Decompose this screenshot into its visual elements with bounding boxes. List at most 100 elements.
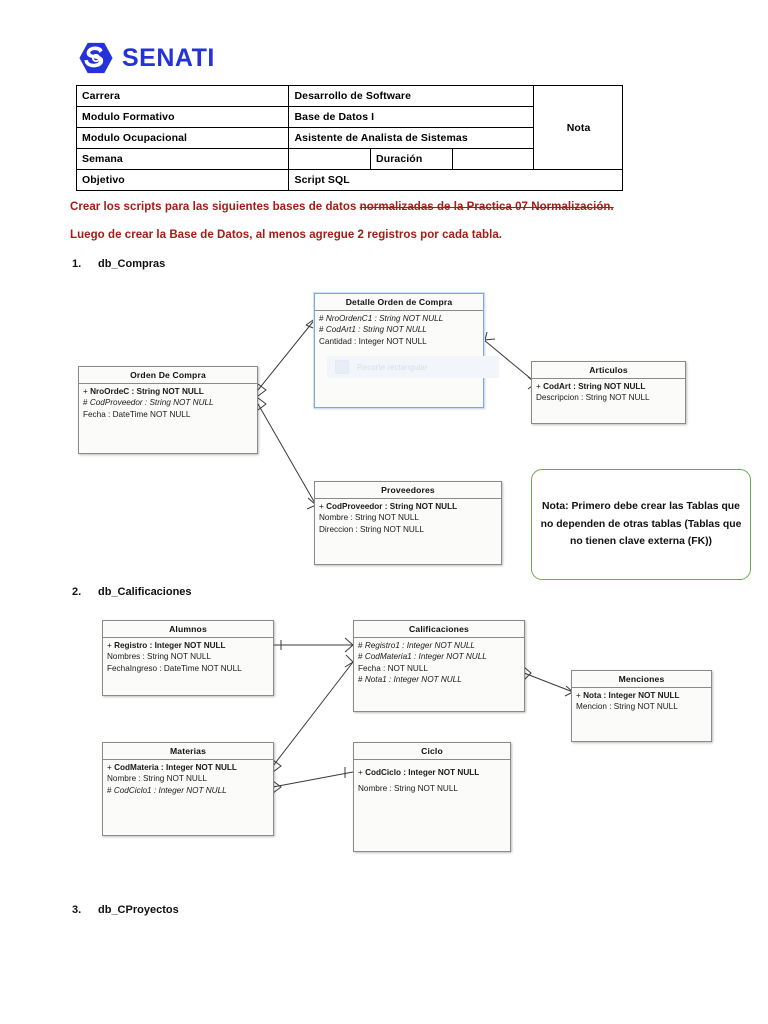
row-value-objetivo: Script SQL: [288, 169, 623, 191]
attr-marker: +: [107, 763, 112, 772]
uml-attribute-list: + CodArt : String NOT NULL Descripcion :…: [532, 379, 685, 406]
uml-attribute: Fecha : DateTime NOT NULL: [83, 409, 254, 420]
senati-logo: SENATI: [78, 40, 215, 76]
uml-class-proveedores: Proveedores + CodProveedor : String NOT …: [314, 481, 502, 565]
attr-text: Nota1 : Integer NOT NULL: [364, 675, 462, 685]
relation-ordencompra-proveedores: [257, 403, 317, 506]
relation-materias-ciclo: [272, 771, 354, 788]
attr-text: Nota : Integer NOT NULL: [583, 691, 680, 700]
uml-class-detalle-orden-de-compra: Detalle Orden de Compra # NroOrdenC1 : S…: [314, 293, 499, 408]
uml-attribute: Descripcion : String NOT NULL: [536, 392, 682, 403]
row-value-carrera: Desarrollo de Software: [288, 85, 535, 107]
uml-class-title: Proveedores: [315, 482, 501, 499]
attr-marker: +: [319, 502, 324, 511]
instruction-line-1: Crear los scripts para las siguientes ba…: [70, 201, 614, 213]
table-row: Carrera Desarrollo de Software Nota: [75, 85, 623, 170]
list-number-2: 2.: [72, 586, 82, 598]
uml-attribute: Nombre : String NOT NULL: [107, 773, 270, 784]
rectangular-snip-icon: [335, 360, 349, 374]
course-info-table: Carrera Desarrollo de Software Nota Modu…: [75, 85, 623, 191]
attr-text: NroOrdeC : String NOT NULL: [90, 387, 204, 396]
row-value-duracion: [451, 148, 535, 170]
uml-attribute-list: # NroOrdenC1 : String NOT NULL # CodArt1…: [315, 311, 483, 349]
attr-text: CodMateria : Integer NOT NULL: [114, 763, 237, 772]
attr-text: CodCiclo : Integer NOT NULL: [365, 768, 480, 777]
uml-class-alumnos: Alumnos + Registro : Integer NOT NULL No…: [102, 620, 274, 696]
uml-class-orden-de-compra: Orden De Compra + NroOrdeC : String NOT …: [78, 366, 258, 454]
attr-marker: +: [83, 387, 88, 396]
attr-marker: #: [358, 652, 363, 662]
list-label-3: db_CProyectos: [98, 904, 179, 916]
row-label-duracion: Duración: [370, 148, 453, 170]
ghost-label: Recorte rectangular: [357, 362, 428, 372]
table-row: Objetivo Script SQL: [75, 169, 623, 191]
uml-class-ciclo: Ciclo + CodCiclo : Integer NOT NULL Nomb…: [353, 742, 511, 852]
instruction-line-1-struck: normalizadas de la Practica 07 Normaliza…: [359, 201, 614, 213]
attr-marker: #: [83, 398, 88, 408]
list-item-db-cproyectos: 3. db_CProyectos: [72, 904, 179, 916]
list-number-3: 3.: [72, 904, 82, 916]
attr-text: CodArt1 : String NOT NULL: [325, 325, 427, 335]
uml-attribute-list: + CodProveedor : String NOT NULL Nombre …: [315, 499, 501, 537]
recorte-rectangular-ghost-overlay: Recorte rectangular: [327, 356, 499, 378]
table-row: Modulo Formativo Base de Datos I: [75, 106, 623, 128]
attr-marker: +: [536, 382, 541, 391]
uml-attribute-list: + Nota : Integer NOT NULL Mencion : Stri…: [572, 688, 711, 715]
uml-class-title: Orden De Compra: [79, 367, 257, 384]
uml-attribute-list: + Registro : Integer NOT NULL Nombres : …: [103, 638, 273, 676]
attr-marker: +: [576, 691, 581, 700]
instruction-line-2: Luego de crear la Base de Datos, al meno…: [70, 229, 503, 241]
instruction-line-1-plain: Crear los scripts para las siguientes ba…: [70, 201, 360, 213]
attr-text: Mencion : String NOT NULL: [576, 702, 678, 712]
uml-attribute: + Nota : Integer NOT NULL: [576, 690, 708, 701]
uml-attribute: + Registro : Integer NOT NULL: [107, 640, 270, 651]
uml-attribute-list: # Registro1 : Integer NOT NULL # CodMate…: [354, 638, 524, 688]
attr-text: Nombre : String NOT NULL: [107, 774, 207, 784]
uml-class-title: Alumnos: [103, 621, 273, 638]
uml-class-menciones: Menciones + Nota : Integer NOT NULL Menc…: [571, 670, 712, 742]
attr-text: FechaIngreso : DateTime NOT NULL: [107, 663, 242, 673]
uml-attribute-list: + NroOrdeC : String NOT NULL # CodProvee…: [79, 384, 257, 422]
attr-marker: +: [107, 641, 112, 650]
row-value-modulo-formativo: Base de Datos I: [288, 106, 535, 128]
table-row: Semana Duración: [75, 148, 623, 170]
uml-attribute: Mencion : String NOT NULL: [576, 701, 708, 712]
uml-attribute: FechaIngreso : DateTime NOT NULL: [107, 663, 270, 674]
uml-attribute: # CodMateria1 : Integer NOT NULL: [358, 651, 521, 662]
uml-class-articulos: Articulos + CodArt : String NOT NULL Des…: [531, 361, 686, 424]
attr-marker: #: [358, 641, 363, 650]
table-row: Modulo Ocupacional Asistente de Analista…: [75, 127, 623, 149]
attr-text: Fecha : NOT NULL: [358, 663, 428, 673]
uml-attribute: # CodProveedor : String NOT NULL: [83, 397, 254, 408]
uml-attribute: # CodCiclo1 : Integer NOT NULL: [107, 785, 270, 796]
list-item-db-calificaciones: 2.db_Calificaciones: [72, 586, 192, 598]
uml-attribute: # Nota1 : Integer NOT NULL: [358, 674, 521, 685]
uml-class-title: Detalle Orden de Compra: [315, 294, 483, 311]
logo-wordmark: SENATI: [122, 44, 215, 72]
uml-attribute: Nombre : String NOT NULL: [319, 512, 498, 523]
uml-class-title: Materias: [103, 743, 273, 760]
attr-text: Registro : Integer NOT NULL: [114, 641, 226, 650]
uml-attribute: Cantidad : Integer NOT NULL: [319, 336, 480, 347]
attr-text: CodProveedor : String NOT NULL: [89, 398, 214, 408]
attr-marker: +: [358, 768, 363, 777]
row-value-semana: [288, 148, 372, 170]
nota-header-cell: Nota: [533, 85, 623, 170]
relation-ordencompra-detalle: [257, 317, 317, 391]
row-label-objetivo: Objetivo: [75, 169, 290, 191]
uml-class-title: Articulos: [532, 362, 685, 379]
list-number-1: 1.: [72, 258, 82, 270]
uml-class-title: Calificaciones: [354, 621, 524, 638]
attr-text: Cantidad : Integer NOT NULL: [319, 336, 427, 346]
row-label-carrera: Carrera: [75, 85, 290, 107]
list-label-1: db_Compras: [98, 258, 166, 270]
attr-text: CodArt : String NOT NULL: [543, 382, 646, 391]
uml-attribute: Nombre : String NOT NULL: [358, 781, 507, 797]
uml-class-title: Ciclo: [354, 743, 510, 760]
list-item-db-compras: 1. db_Compras: [72, 258, 165, 270]
note-text: Nota: Primero debe crear las Tablas que …: [540, 501, 742, 548]
row-label-semana: Semana: [75, 148, 290, 170]
attr-text: CodProveedor : String NOT NULL: [326, 502, 458, 511]
attr-text: CodCiclo1 : Integer NOT NULL: [113, 785, 227, 795]
